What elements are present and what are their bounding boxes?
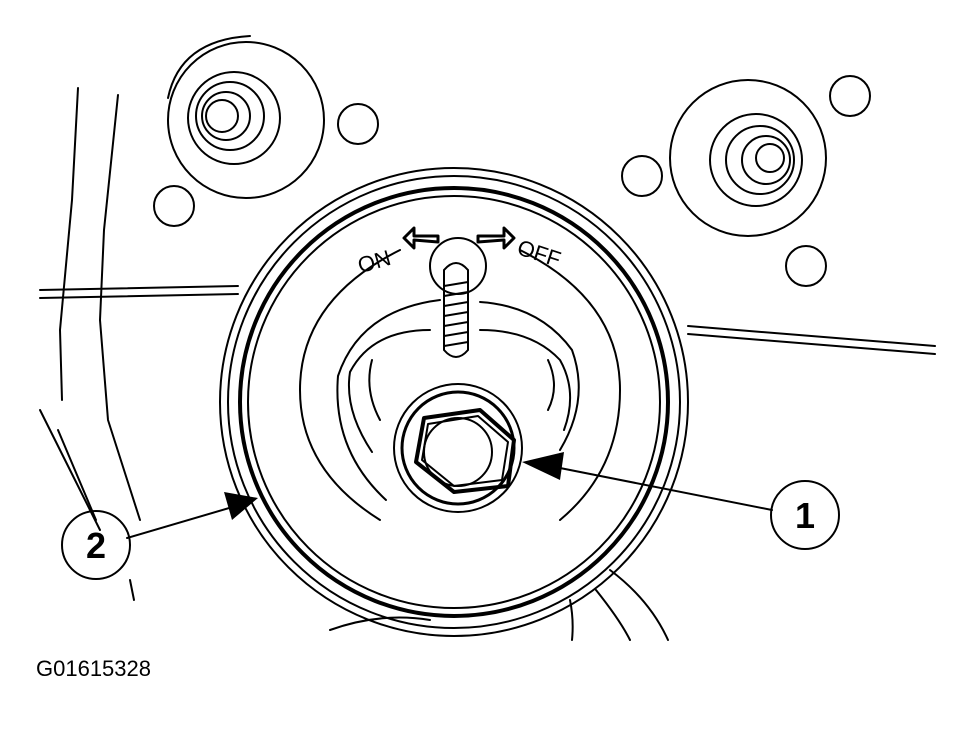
label-on: ON xyxy=(355,245,394,278)
upper-left-boss xyxy=(153,41,379,227)
figure-id: G01615328 xyxy=(36,656,151,681)
outer-housing-ring xyxy=(219,167,689,637)
callout-2 xyxy=(61,492,258,580)
switch-direction-arrows xyxy=(402,226,516,250)
center-bolt xyxy=(393,383,523,513)
label-off: OFF xyxy=(514,235,564,272)
switch-lever xyxy=(429,237,487,358)
callout-2-number: 2 xyxy=(86,525,106,566)
upper-right-boss xyxy=(621,75,871,287)
callout-1-number: 1 xyxy=(795,495,815,536)
inner-step-rings xyxy=(299,249,621,521)
casing-outline xyxy=(39,35,936,641)
callout-1 xyxy=(522,452,840,550)
